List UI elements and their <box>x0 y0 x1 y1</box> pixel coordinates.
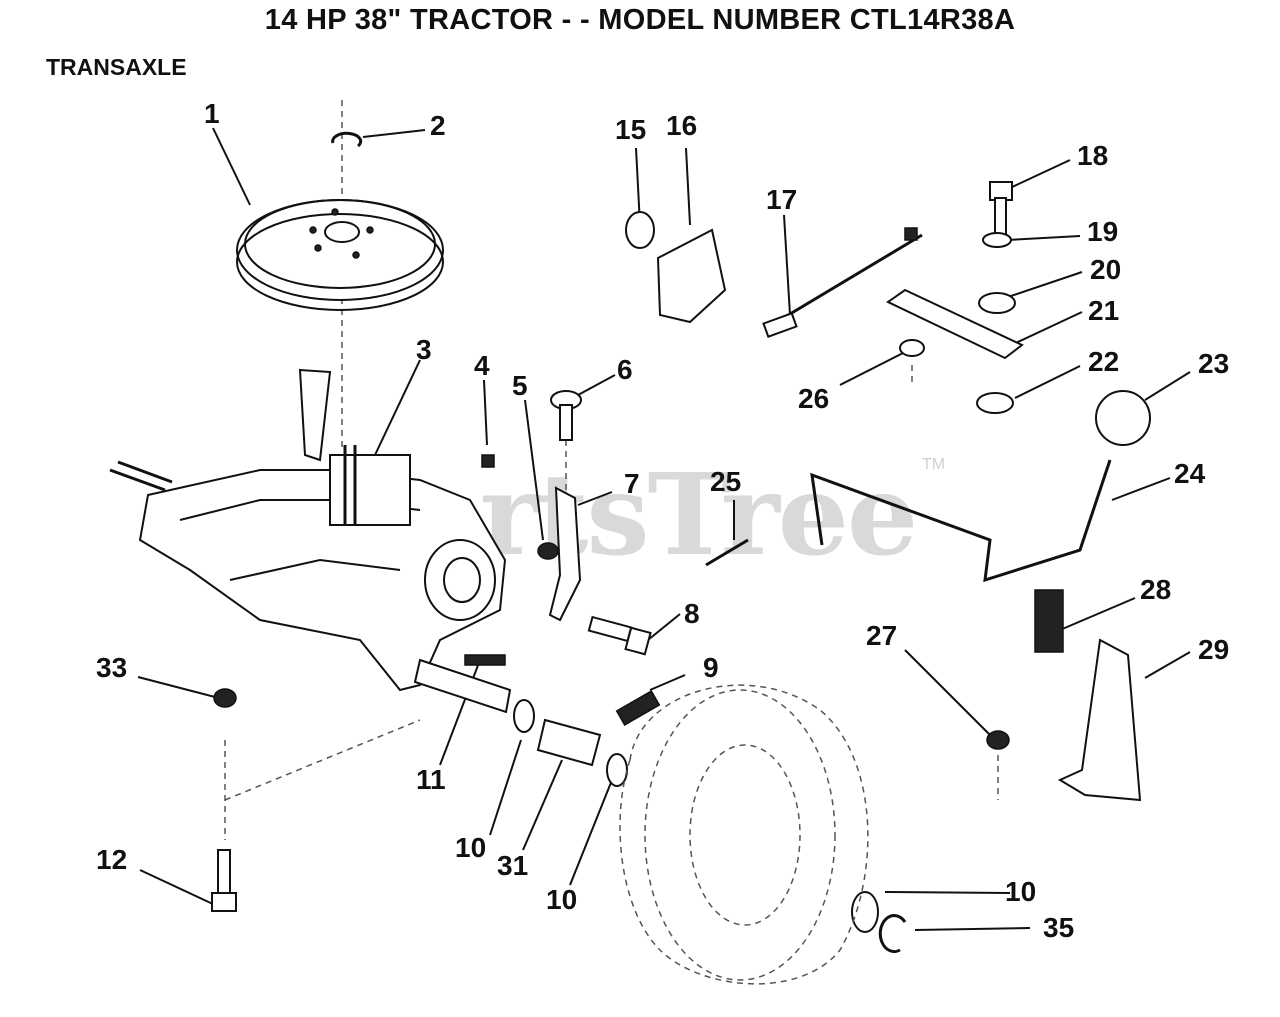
callout-29: 29 <box>1198 634 1230 665</box>
lever-bracket <box>1057 638 1142 802</box>
callout-28: 28 <box>1140 574 1172 605</box>
callout-7: 7 <box>624 468 640 499</box>
cotter-pin <box>705 538 749 567</box>
extension-spring <box>1034 589 1064 653</box>
callout-11: 11 <box>416 764 446 795</box>
bracket <box>548 486 582 622</box>
callout-25: 25 <box>710 466 742 497</box>
spacer <box>536 718 602 767</box>
callout-12: 12 <box>96 844 128 875</box>
callout-20: 20 <box>1090 254 1122 285</box>
callout-21: 21 <box>1088 295 1120 326</box>
callout-24: 24 <box>1174 458 1206 489</box>
washer <box>513 699 535 733</box>
hex-nut <box>986 730 1010 750</box>
callout-33: 33 <box>96 652 128 683</box>
callout-35: 35 <box>1043 912 1075 943</box>
wheel <box>619 684 869 985</box>
callout-10: 10 <box>455 832 487 863</box>
callout-26: 26 <box>798 383 830 414</box>
callout-15: 15 <box>615 114 647 145</box>
section-label: TRANSAXLE <box>46 54 187 80</box>
washer <box>606 753 628 787</box>
callout-6: 6 <box>617 354 633 385</box>
callout-5: 5 <box>512 370 528 401</box>
washer <box>625 211 655 249</box>
pulley <box>236 199 444 311</box>
callout-18: 18 <box>1077 140 1109 171</box>
nut <box>537 542 559 560</box>
diagram-title: 14 HP 38" TRACTOR - - MODEL NUMBER CTL14… <box>264 4 1016 36</box>
axle <box>413 654 512 714</box>
callout-10: 10 <box>1005 876 1037 907</box>
callout-4: 4 <box>474 350 490 381</box>
spring <box>615 690 661 726</box>
callout-23: 23 <box>1198 348 1230 379</box>
callout-16: 16 <box>666 110 698 141</box>
shift-knob <box>1095 390 1151 446</box>
callout-19: 19 <box>1087 216 1119 247</box>
shoulder-bolt <box>587 615 652 656</box>
callout-2: 2 <box>430 110 446 141</box>
flat-washer <box>978 292 1016 314</box>
mounting-bracket <box>656 228 727 324</box>
key <box>481 454 495 468</box>
shift-lever <box>810 459 1112 583</box>
callout-22: 22 <box>1088 346 1120 377</box>
hex-bolt <box>989 181 1013 241</box>
square-washer <box>976 392 1014 414</box>
eyebolt <box>899 339 925 357</box>
control-plate <box>886 288 1024 360</box>
callout-27: 27 <box>866 620 898 651</box>
callout-10: 10 <box>546 884 578 915</box>
lock-washer <box>982 232 1012 248</box>
callout-8: 8 <box>684 598 700 629</box>
callout-1: 1 <box>204 98 220 129</box>
hex-bolt <box>211 849 237 912</box>
carriage-bolt <box>550 390 582 441</box>
e-ring <box>878 914 907 954</box>
watermark-tm: TM <box>922 456 946 473</box>
callout-31: 31 <box>497 850 529 881</box>
callout-3: 3 <box>416 334 432 365</box>
retaining-ring <box>331 131 363 148</box>
leader-lines <box>137 127 1191 931</box>
callout-9: 9 <box>703 652 719 683</box>
transaxle-housing <box>109 368 507 692</box>
adjustment-rod <box>762 227 923 338</box>
hex-nut <box>213 688 237 708</box>
callout-17: 17 <box>766 184 798 215</box>
washer <box>851 891 879 933</box>
assembly-axes <box>224 100 999 840</box>
